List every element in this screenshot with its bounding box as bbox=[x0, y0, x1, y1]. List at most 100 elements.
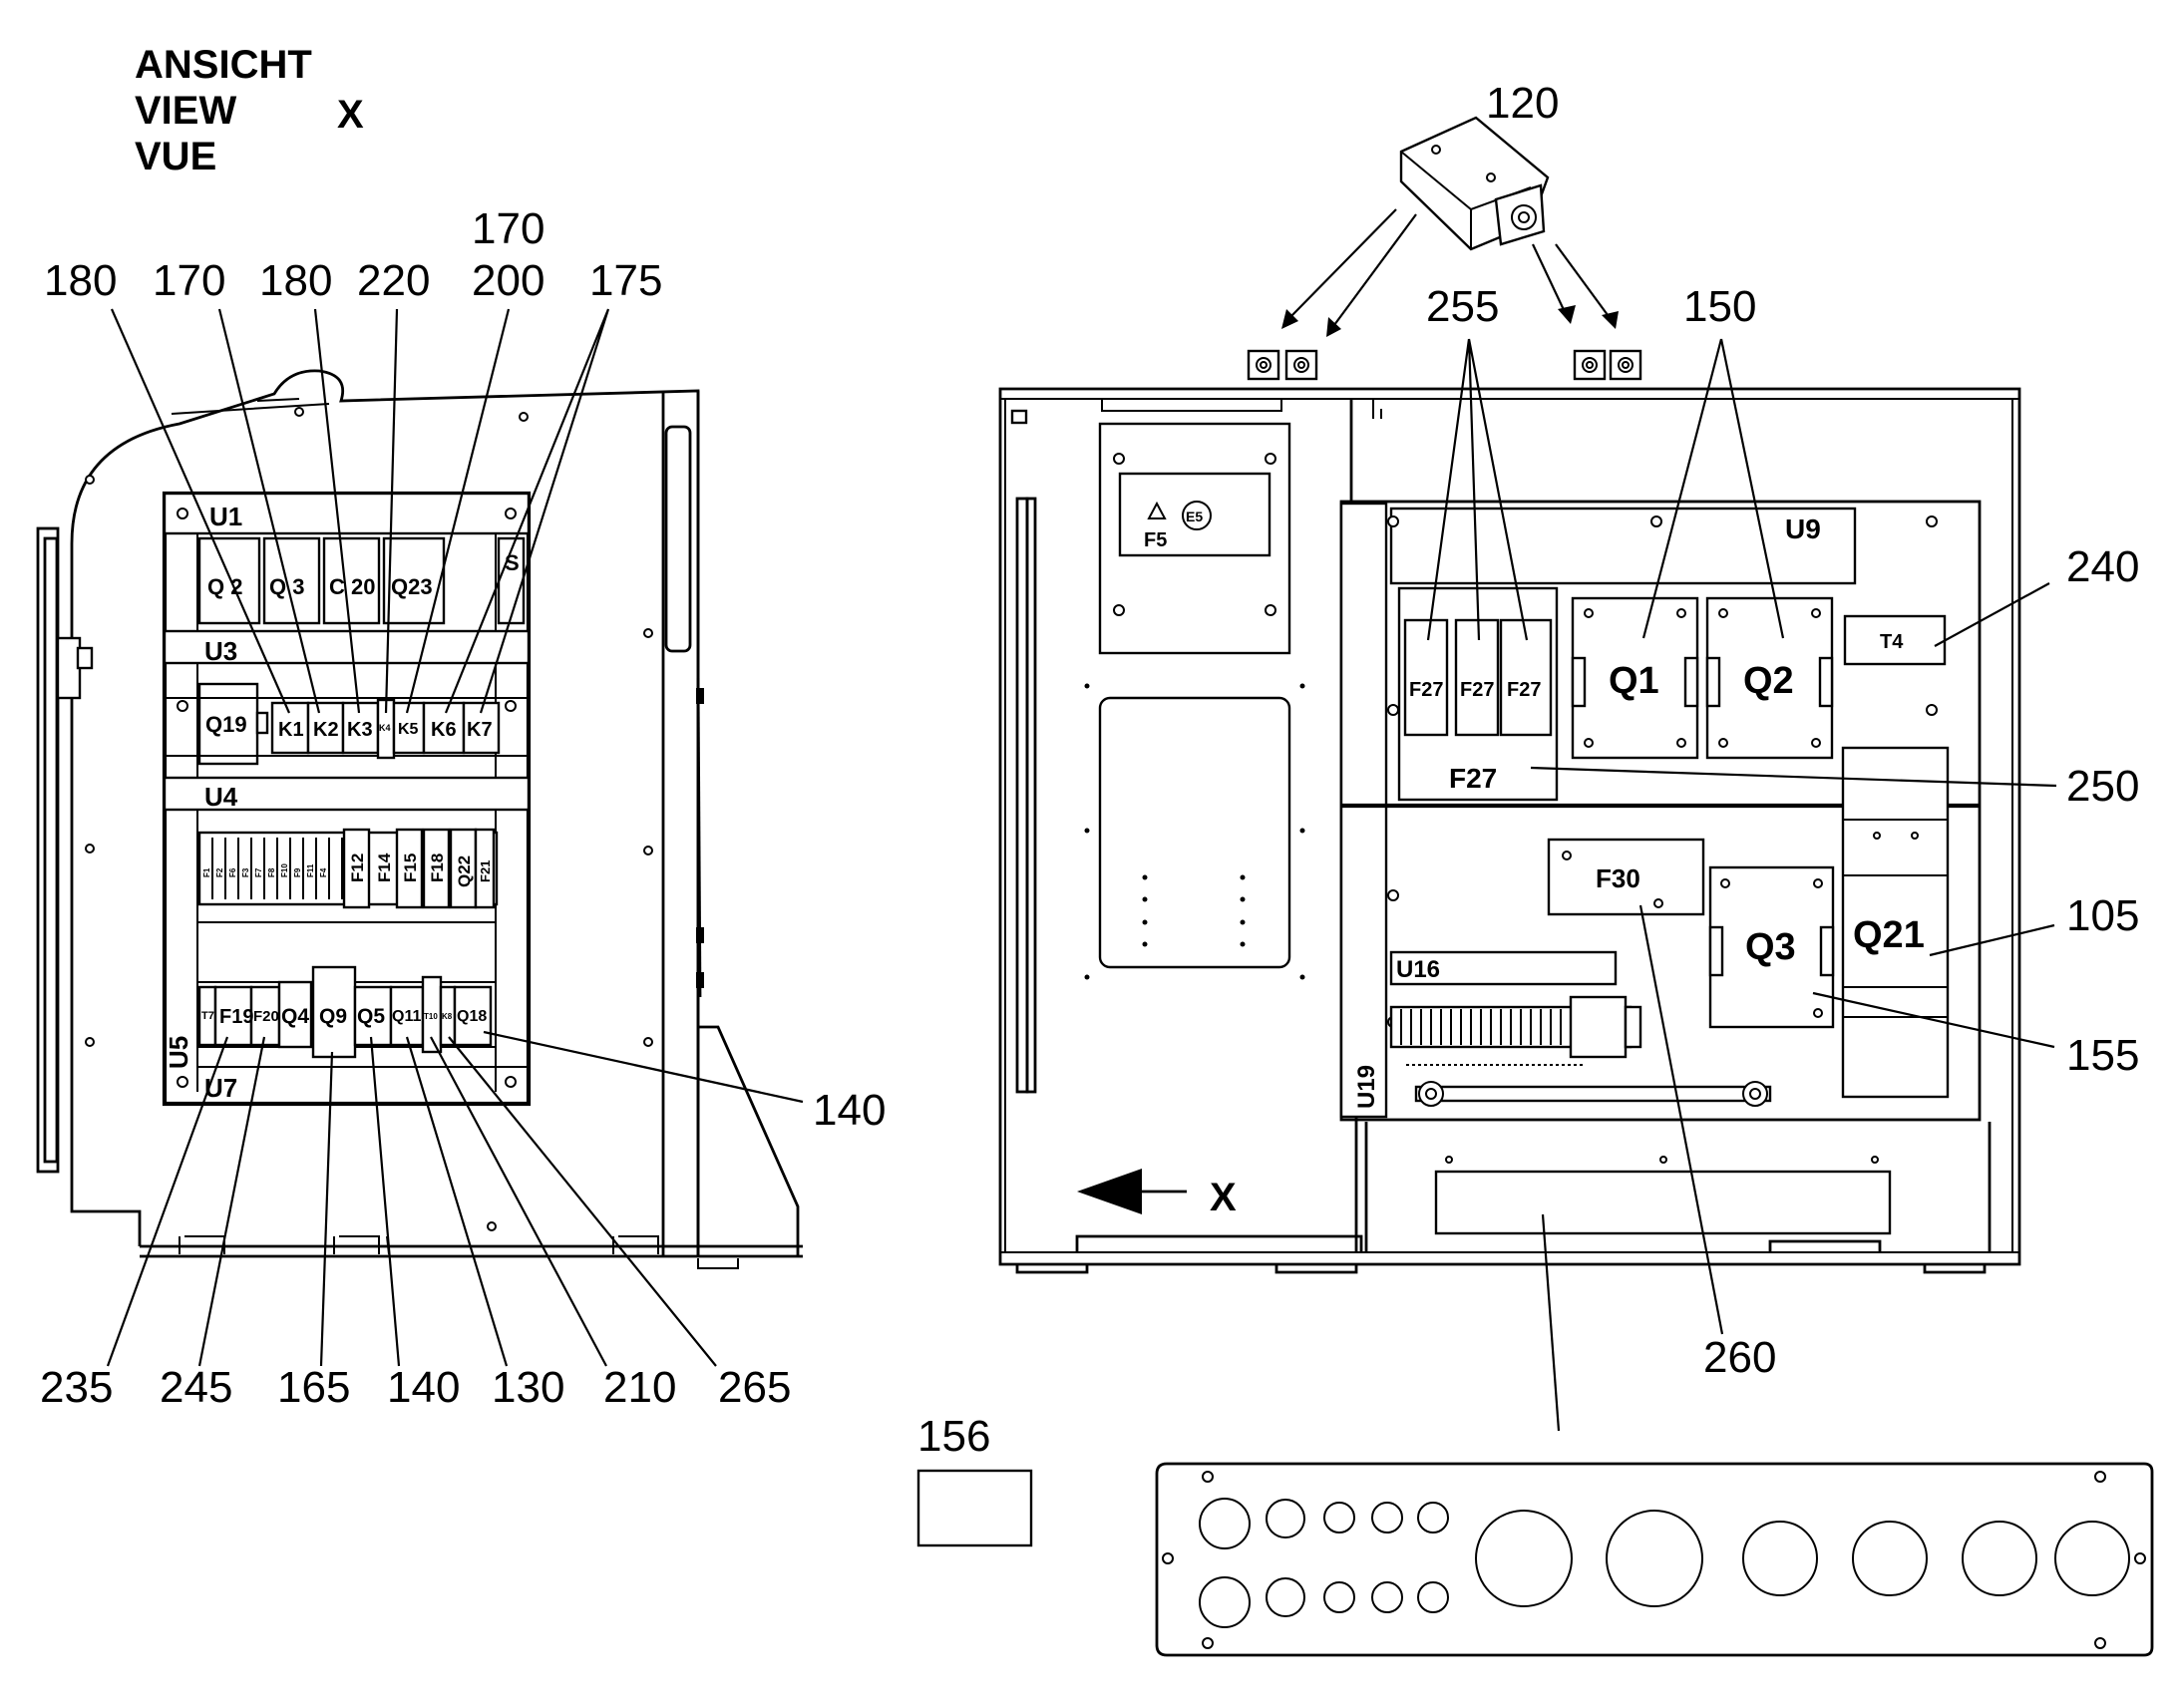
fuse-f9-label: F9 bbox=[293, 867, 302, 877]
part-156: 156 bbox=[916, 1412, 1033, 1547]
door-latch bbox=[56, 636, 82, 700]
door-outline bbox=[70, 369, 700, 1256]
device-t7-label: T7 bbox=[201, 1010, 214, 1022]
arrow-x-label: X bbox=[1210, 1176, 1237, 1219]
callout-200: 200 bbox=[472, 256, 545, 305]
left-cabinet: U1 Q 2 Q 3 C 20 Q23 S U3 Q 2 Q19 K1 K2 K… bbox=[36, 369, 803, 1269]
q19-label: Q19 bbox=[205, 712, 247, 737]
callout-180-b: 180 bbox=[259, 256, 332, 305]
u19-label: U19 bbox=[1353, 1065, 1380, 1109]
fuse-f12-label: F12 bbox=[348, 854, 367, 882]
device-q20-label: C 20 bbox=[329, 574, 375, 599]
f27-fuse-2-label: F27 bbox=[1460, 679, 1494, 701]
lower-left-panel bbox=[1098, 696, 1291, 969]
device-q9-label: Q9 bbox=[319, 1005, 347, 1028]
relay-k5-label: K5 bbox=[398, 721, 419, 738]
ground-bar bbox=[1414, 1081, 1772, 1107]
device-q11-label: Q11 bbox=[392, 1008, 421, 1025]
u9-label: U9 bbox=[1785, 513, 1821, 544]
rail-u1-label: U1 bbox=[209, 502, 242, 531]
fuse-f8-label: F8 bbox=[267, 867, 276, 877]
hinge-strip bbox=[36, 526, 60, 1174]
callout-245: 245 bbox=[160, 1363, 232, 1412]
f27-fuse-1-label: F27 bbox=[1409, 679, 1443, 701]
callout-130: 130 bbox=[492, 1363, 564, 1412]
small-fuse-row bbox=[211, 838, 343, 899]
relay-k3-label: K3 bbox=[347, 719, 373, 741]
f27-group-label: F27 bbox=[1449, 763, 1497, 794]
f30-device bbox=[1547, 838, 1705, 916]
callout-180-a: 180 bbox=[44, 256, 117, 305]
device-q5-label: Q5 bbox=[357, 1005, 385, 1028]
right-callouts: 120 255 150 240 250 105 155 260 bbox=[1426, 79, 2139, 1432]
q2-breaker bbox=[1705, 596, 1834, 760]
callout-140-right: 140 bbox=[813, 1086, 886, 1135]
left-callouts: 180 170 180 220 170 200 175 140 235 245 … bbox=[40, 204, 886, 1412]
fuse-f21-label: F21 bbox=[478, 860, 493, 882]
relay-k1-label: K1 bbox=[278, 719, 304, 741]
fuse-f20-label: F20 bbox=[253, 1008, 279, 1025]
part-156-plate bbox=[916, 1469, 1033, 1547]
t4-transformer bbox=[1843, 614, 1947, 666]
relay-k7-label: K7 bbox=[467, 719, 493, 741]
fuse-f11-label: F11 bbox=[306, 863, 315, 877]
q22-label: Q22 bbox=[455, 855, 474, 887]
fuse-f7-label: F7 bbox=[254, 867, 263, 877]
right-cabinet: E5 F5 U9 F27 F27 F27 F27 bbox=[998, 349, 2021, 1274]
callout-170-b: 170 bbox=[472, 204, 545, 253]
callout-250: 250 bbox=[2066, 762, 2139, 811]
callout-156: 156 bbox=[917, 1412, 990, 1461]
top-brackets-left bbox=[1247, 349, 1318, 381]
rail-u5-label: U5 bbox=[164, 1036, 193, 1069]
view-title-vue: VUE bbox=[135, 135, 216, 178]
rail-u3-label: U3 bbox=[204, 636, 237, 666]
callout-235: 235 bbox=[40, 1363, 113, 1412]
callout-105: 105 bbox=[2066, 891, 2139, 940]
callout-240: 240 bbox=[2066, 542, 2139, 591]
terminal-block bbox=[1389, 995, 1642, 1066]
relay-k8-label: K8 bbox=[442, 1012, 453, 1021]
callout-210: 210 bbox=[603, 1363, 676, 1412]
t4-label: T4 bbox=[1880, 631, 1904, 653]
q1-label: Q1 bbox=[1609, 660, 1659, 702]
relay-k4-label: K4 bbox=[379, 723, 391, 733]
q3-label: Q3 bbox=[1745, 926, 1796, 968]
callout-170-a: 170 bbox=[153, 256, 225, 305]
gland-plate-cutout bbox=[1434, 1170, 1892, 1235]
rail-u16 bbox=[1389, 950, 1618, 986]
device-q23-label: Q23 bbox=[391, 574, 433, 599]
fuse-f18-label: F18 bbox=[428, 854, 447, 882]
fuse-f3-label: F3 bbox=[241, 867, 250, 877]
q1-breaker bbox=[1571, 596, 1699, 760]
f30-label: F30 bbox=[1596, 863, 1640, 893]
callout-265: 265 bbox=[718, 1363, 791, 1412]
rail-u4 bbox=[163, 776, 531, 812]
fuse-f14-label: F14 bbox=[375, 853, 394, 882]
enclosure-outline bbox=[998, 387, 2021, 1266]
warning-icon bbox=[1147, 501, 1167, 519]
callout-260: 260 bbox=[1703, 1333, 1776, 1382]
callout-155: 155 bbox=[2066, 1031, 2139, 1080]
fuse-f15-label: F15 bbox=[401, 854, 420, 882]
callout-120: 120 bbox=[1486, 79, 1559, 128]
callout-175: 175 bbox=[589, 256, 662, 305]
callout-255: 255 bbox=[1426, 282, 1499, 331]
q21-breaker bbox=[1841, 746, 1950, 1099]
view-title: ANSICHT VIEW VUE X bbox=[135, 43, 364, 178]
rail-u1 bbox=[163, 492, 531, 535]
view-direction-arrow bbox=[1077, 1169, 1142, 1214]
callout-150: 150 bbox=[1683, 282, 1756, 331]
e5-label: E5 bbox=[1186, 509, 1203, 524]
part-120-connector bbox=[1281, 116, 1619, 337]
device-q4-label: Q4 bbox=[281, 1005, 309, 1028]
view-title-ansicht: ANSICHT bbox=[135, 43, 312, 87]
q21-label: Q21 bbox=[1853, 914, 1925, 956]
fuse-f1-label: F1 bbox=[202, 867, 211, 877]
u16-label: U16 bbox=[1396, 956, 1440, 983]
fuse-f19-label: F19 bbox=[219, 1006, 253, 1028]
callout-165: 165 bbox=[277, 1363, 350, 1412]
view-title-letter: X bbox=[337, 93, 364, 137]
relay-k2-label: K2 bbox=[313, 719, 339, 741]
fuse-f6-label: F6 bbox=[228, 867, 237, 877]
